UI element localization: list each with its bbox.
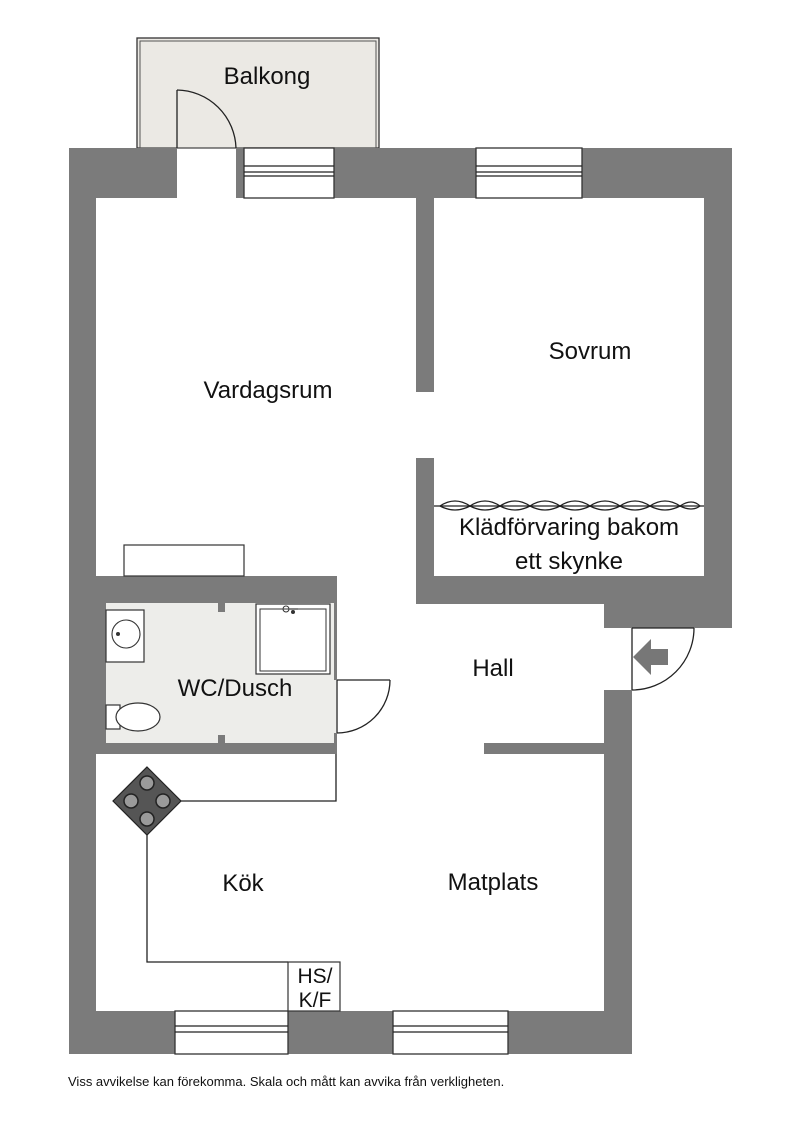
kitchen-counter: [177, 754, 337, 802]
window-top-living: [243, 147, 335, 199]
sink-icon: [105, 609, 145, 663]
label-wardrobe-line2: ett skynke: [515, 548, 623, 575]
entrance-arrow-icon: [633, 639, 668, 675]
label-balcony: Balkong: [224, 63, 311, 90]
label-bathroom: WC/Dusch: [178, 675, 293, 702]
entrance-door: [631, 627, 695, 691]
label-kf: K/F: [299, 989, 332, 1012]
toilet-icon: [105, 702, 161, 732]
window-bottom-dining: [392, 1010, 509, 1055]
label-hall: Hall: [472, 655, 513, 682]
balcony-door: [176, 89, 237, 149]
window-bottom-kitchen: [174, 1010, 289, 1055]
window-top-bedroom: [475, 147, 583, 199]
wardrobe-curtain: [434, 500, 704, 511]
stove-icon: [112, 766, 182, 836]
label-bedroom: Sovrum: [549, 338, 632, 365]
shower-icon: [255, 603, 331, 675]
interior-walls: [96, 198, 732, 754]
label-dining: Matplats: [448, 869, 539, 896]
living-room-cabinet: [123, 544, 245, 577]
outer-walls: [69, 148, 732, 1054]
label-living-room: Vardagsrum: [204, 377, 333, 404]
balcony-floor: [136, 37, 380, 149]
label-wardrobe-line1: Klädförvaring bakom: [459, 514, 679, 541]
kitchen-counter-side: [146, 830, 288, 963]
label-hs: HS/: [297, 965, 332, 988]
disclaimer-text: Viss avvikelse kan förekomma. Skala och …: [68, 1074, 505, 1089]
bathroom-door: [336, 679, 391, 734]
label-kitchen: Kök: [222, 870, 264, 897]
hs-kf-unit: [287, 961, 341, 1012]
